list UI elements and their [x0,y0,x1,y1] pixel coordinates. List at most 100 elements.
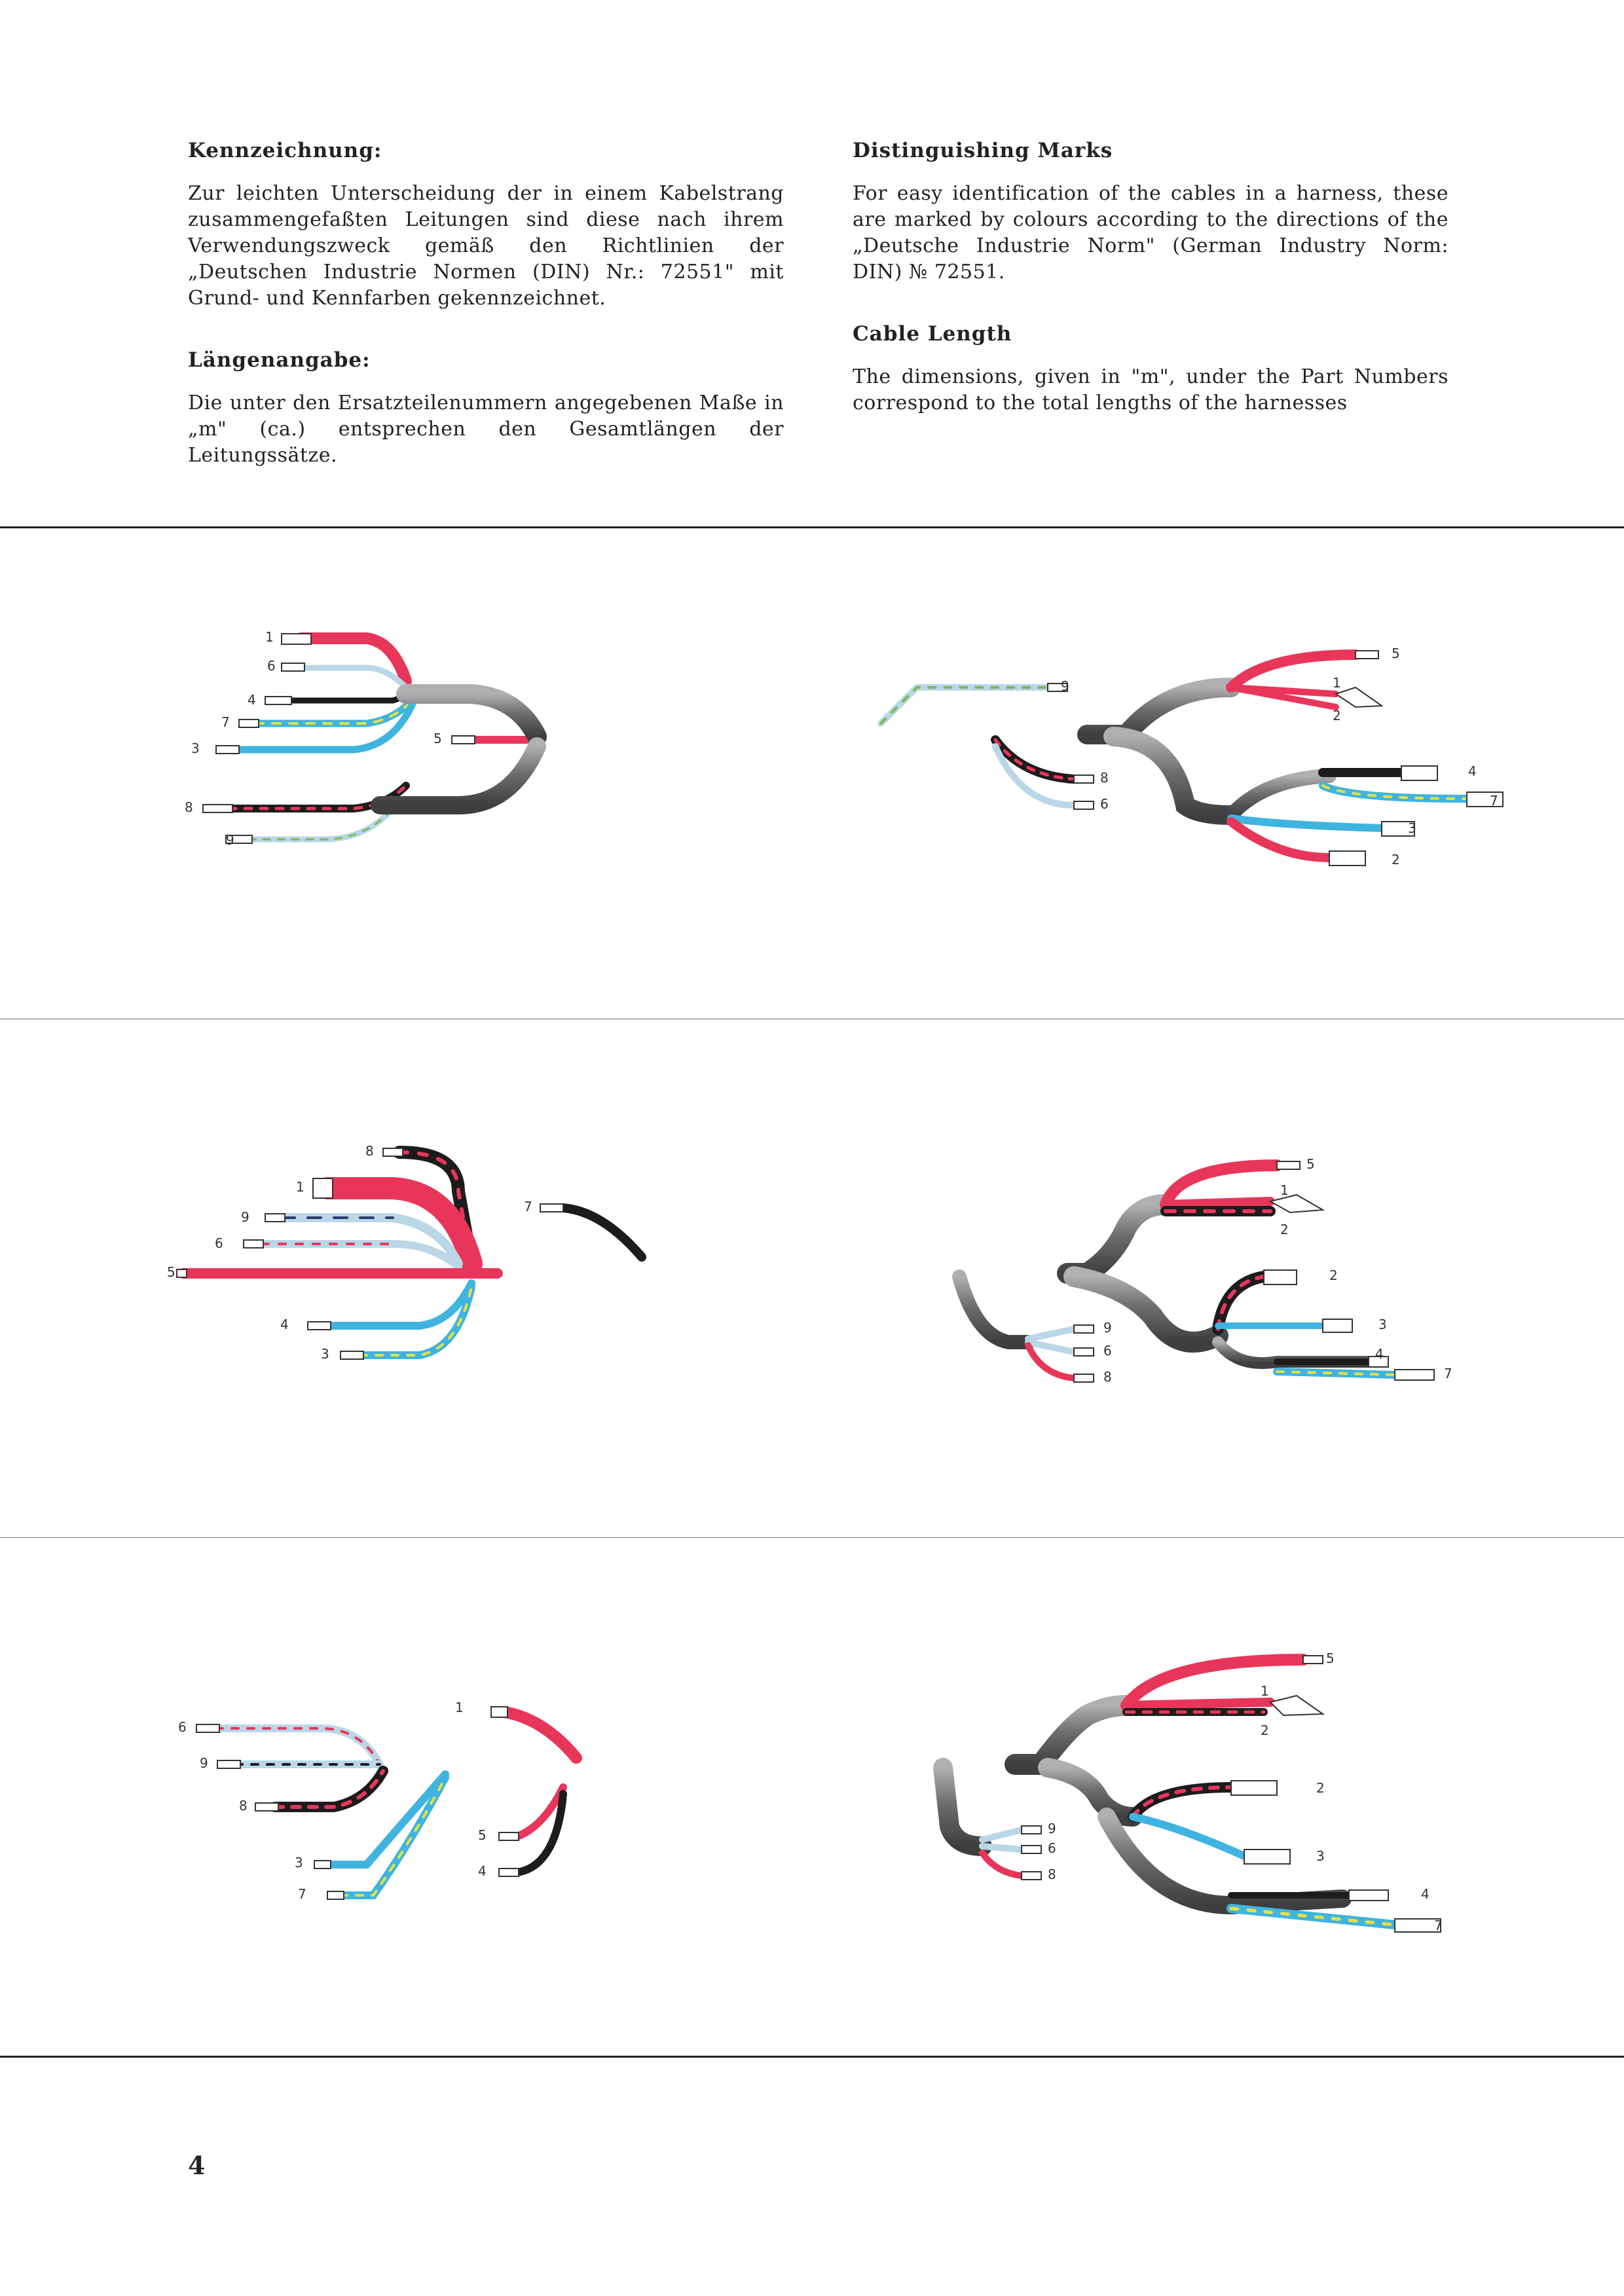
wire-7-right-stripe [1276,1370,1396,1376]
wire-4 [559,1203,646,1262]
harness-right-upper [1005,1695,1137,1775]
terminal-4b [1368,1356,1389,1368]
terminal-2b [1263,1269,1297,1285]
harness-diagram-2: 819 654 379 685 122 347 [167,1143,1452,1385]
wire-7 [356,1283,475,1359]
terminal-9b [1047,683,1068,692]
terminal-6 [281,663,305,672]
terminal-9b [1073,1324,1094,1334]
wire-number-label: 2 [1392,852,1400,867]
terminal-8 [202,804,233,813]
terminal-3b [1244,1849,1291,1865]
terminal-4 [265,696,292,705]
wire-number-label: 2 [1329,1267,1338,1283]
wire-number-label: 7 [298,1886,306,1902]
terminal-7b [1466,792,1504,807]
wire-number-label: 8 [1100,770,1109,786]
heading-kennzeichnung: Kennzeichnung: [188,139,382,162]
wire-2b-right [1227,817,1334,862]
wire-1 [295,632,412,687]
terminal-2b [1329,850,1366,866]
wire-number-label: 8 [1048,1867,1056,1882]
terminal-6b [1021,1845,1042,1854]
wire-number-label: 5 [1392,646,1400,661]
terminal-8b [1073,1374,1094,1383]
wire-number-label: 4 [280,1317,289,1332]
terminal-5b [1302,1655,1323,1664]
wire-number-label: 2 [1333,708,1341,723]
harness-branch-upper [396,684,547,746]
wire-7-stripe [339,1776,447,1897]
wire-number-label: 5 [434,731,442,746]
terminal-4b [1401,765,1438,781]
wire-9-mid [1025,1326,1077,1342]
heading-cable-length: Cable Length [853,322,1012,346]
para-kennzeichnung: Zur leichten Unterscheidung der in einem… [188,182,784,310]
terminal-3b [1381,821,1415,837]
wire-number-label: 4 [1421,1886,1430,1902]
wire-number-label: 6 [215,1235,223,1251]
harness-right-sub [1098,1808,1352,1915]
wire-number-label: 6 [1103,1343,1112,1358]
terminal-8b [1073,774,1094,784]
terminal-9 [265,1213,286,1222]
wire-number-label: 7 [1490,793,1498,809]
terminal-5 [451,735,475,744]
terminal-9 [217,1760,241,1769]
wire-number-label: 2 [1261,1722,1269,1738]
wire-6 [258,1240,462,1271]
terminal-5 [176,1269,187,1278]
wire-number-label: 3 [1378,1317,1387,1332]
wire-number-label: 6 [1100,796,1109,812]
wire-8 [270,1766,388,1812]
terminal-5b [1276,1161,1301,1170]
wire-8-stripe [227,784,408,811]
terminal-3 [314,1860,331,1869]
harness-diagram-1: 164 738 959 865 124 732 [185,629,1504,867]
wire-9-mid-stripe [879,686,1049,725]
wire-number-label: 1 [1333,675,1341,691]
terminal-3b [1322,1319,1353,1333]
wire-7-stripe [254,699,414,725]
wire-number-label: 3 [1408,820,1416,836]
wire-number-label: 7 [221,714,230,730]
wire-5 [513,1783,567,1840]
divider-bottom [0,2056,1624,2058]
wire-4 [513,1790,567,1876]
wire-number-label: 7 [1444,1366,1452,1381]
wire-number-label: 5 [167,1264,175,1280]
terminal-12 [1269,1694,1325,1717]
wire-1-right [1161,1197,1275,1209]
wire-number-label: 8 [239,1798,248,1813]
wire-9-mid [979,1827,1025,1843]
wire-9-stripe [248,807,394,841]
terminal-12 [1268,1194,1325,1214]
divider-top [0,526,1624,528]
para-cable-length: The dimensions, given in "m", under the … [853,365,1449,414]
wire-6 [298,665,409,691]
wire-2b-right-stripe [1131,1785,1233,1819]
heading-laengenangabe: Längenangabe: [188,348,371,372]
wire-8-mid [1025,1342,1077,1381]
terminal-3 [307,1321,331,1330]
wire-6 [212,1724,384,1768]
wire-number-label: 6 [267,658,276,674]
wire-3 [323,1770,449,1868]
wire-number-label: 4 [478,1863,487,1879]
wire-number-label: 8 [1103,1369,1112,1385]
terminal-7 [327,1891,344,1900]
terminal-1 [312,1178,333,1199]
wire-3-right [1129,1813,1248,1860]
wire-8-stripe [397,1150,473,1266]
terminal-7b [1394,1369,1435,1381]
terminal-9b [1021,1825,1042,1834]
german-column: Kennzeichnung: Zur leichten Unterscheidu… [188,131,784,505]
wire-number-label: 1 [296,1179,304,1195]
english-column: Distinguishing Marks For easy identifica… [853,131,1449,453]
wire-7-stripe [359,1285,473,1357]
wire-5-right [1120,1654,1309,1711]
harness-right-upper [1077,678,1241,744]
wire-2-right [1228,684,1339,710]
terminal-1 [281,633,312,645]
wire-number-label: 5 [1306,1156,1315,1172]
